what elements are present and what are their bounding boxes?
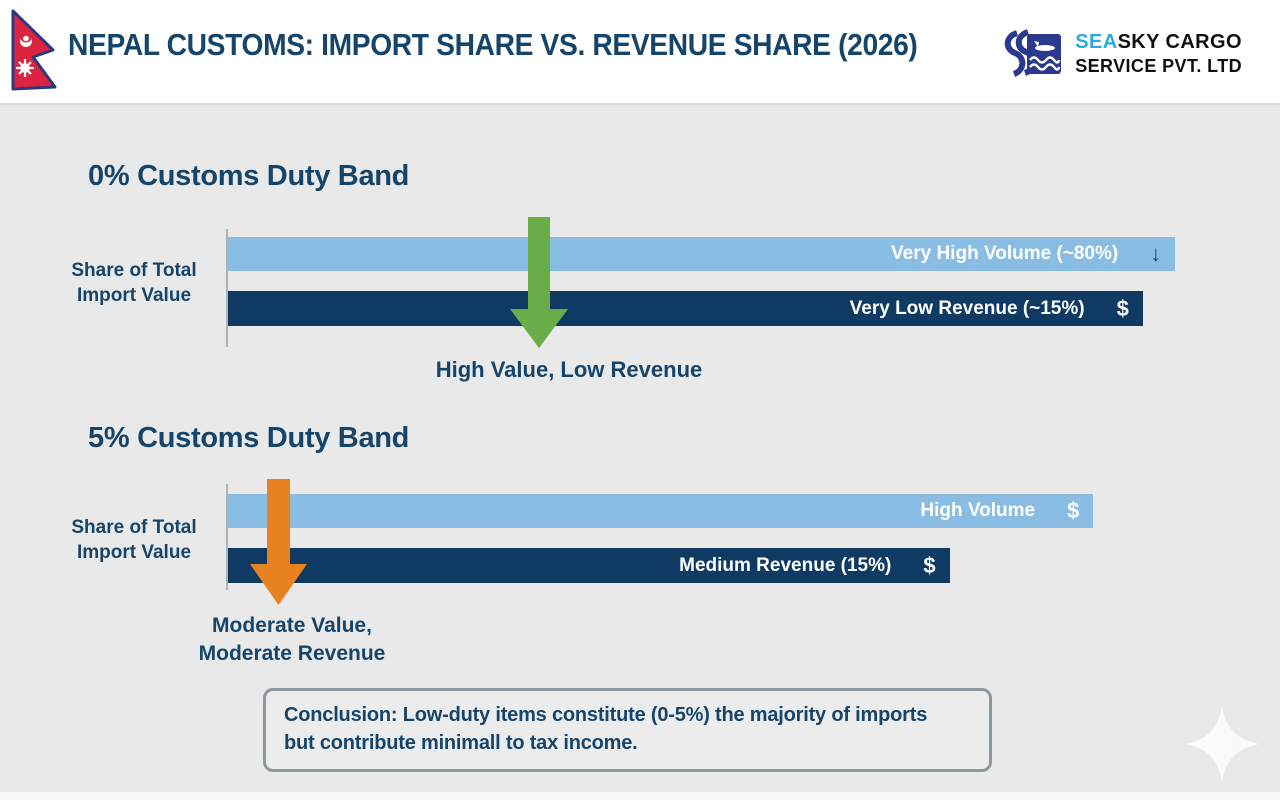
bar-label: Medium Revenue (15%) xyxy=(679,554,892,576)
section-title-0pct: 0% Customs Duty Band xyxy=(88,160,410,192)
section-title-5pct: 5% Customs Duty Band xyxy=(88,422,410,454)
caption-line1: Moderate Value, xyxy=(212,614,372,637)
logo-brand-highlight: SEA xyxy=(1075,31,1118,53)
y-axis-label-line1: Share of Total xyxy=(71,517,197,538)
bar-import-share-5pct: High Volume $ xyxy=(228,494,1094,528)
caption-0pct: High Value, Low Revenue xyxy=(399,356,739,384)
bar-label: Very Low Revenue (~15%) xyxy=(849,297,1085,319)
logo-brand-line2: SERVICE PVT. LTD xyxy=(1075,56,1242,76)
y-axis-line-0pct xyxy=(226,229,228,347)
conclusion-box: Conclusion: Low-duty items constitute (0… xyxy=(263,688,992,772)
conclusion-line1: Conclusion: Low-duty items constitute (0… xyxy=(284,701,971,729)
sparkle-decoration-icon xyxy=(1184,706,1260,782)
y-axis-label-line1: Share of Total xyxy=(71,260,197,281)
bar-import-share-0pct: Very High Volume (~80%) ↓ xyxy=(228,237,1176,271)
y-axis-label-5pct: Share of Total Import Value xyxy=(58,515,210,565)
logo-brand-name: SEASKY CARGO xyxy=(1075,30,1242,54)
logo-brand-rest: SKY CARGO xyxy=(1117,31,1242,53)
conclusion-lead: Conclusion: xyxy=(284,704,398,726)
caption-line2: Moderate Revenue xyxy=(198,642,386,665)
bar-label: Very High Volume (~80%) xyxy=(891,243,1119,264)
conclusion-line2: but contribute minimall to tax income. xyxy=(284,732,638,754)
dollar-icon: $ xyxy=(923,552,936,578)
dollar-icon: $ xyxy=(1067,498,1080,523)
y-axis-label-0pct: Share of Total Import Value xyxy=(58,258,210,308)
logo-text: SEASKY CARGO SERVICE PVT. LTD xyxy=(1075,30,1242,78)
conclusion-line1-text: Low-duty items constitute (0-5%) the maj… xyxy=(397,704,928,726)
y-axis-label-line2: Import Value xyxy=(76,285,192,306)
caption-line1: High Value, Low Revenue xyxy=(435,357,703,382)
green-down-arrow-icon xyxy=(510,217,568,348)
header: NEPAL CUSTOMS: IMPORT SHARE VS. REVENUE … xyxy=(0,0,1280,105)
y-axis-label-line2: Import Value xyxy=(76,542,192,563)
y-axis-line-5pct xyxy=(226,484,228,590)
company-logo: SEASKY CARGO SERVICE PVT. LTD xyxy=(1001,28,1242,80)
bottom-strip xyxy=(0,792,1280,800)
seasky-cargo-logo-icon xyxy=(1005,29,1062,77)
nepal-flag-icon xyxy=(11,9,57,91)
caption-5pct: Moderate Value, Moderate Revenue xyxy=(168,612,416,668)
down-arrow-icon: ↓ xyxy=(1150,241,1162,266)
page-title: NEPAL CUSTOMS: IMPORT SHARE VS. REVENUE … xyxy=(68,27,918,62)
bar-revenue-share-5pct: Medium Revenue (15%) $ xyxy=(228,548,950,583)
dollar-icon: $ xyxy=(1116,295,1129,321)
orange-down-arrow-icon xyxy=(250,479,307,605)
bar-revenue-share-0pct: Very Low Revenue (~15%) $ xyxy=(228,291,1143,326)
bar-label: High Volume xyxy=(920,500,1036,521)
